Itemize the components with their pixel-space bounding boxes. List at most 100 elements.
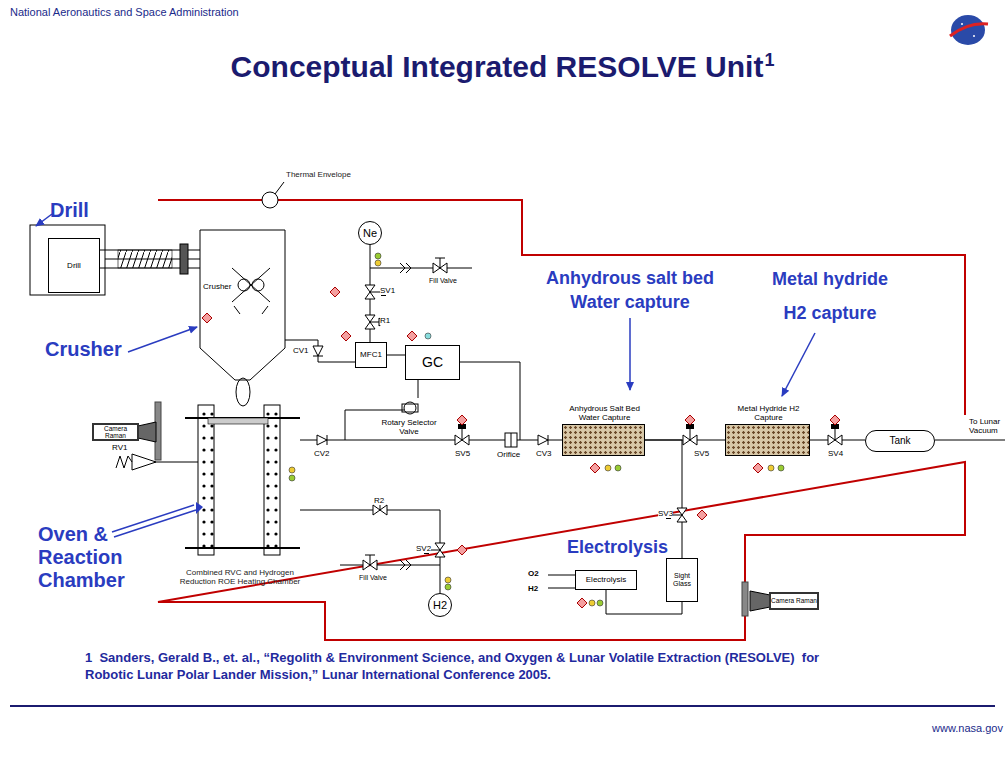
valve-symbol xyxy=(363,555,377,570)
sensor-diamond xyxy=(457,545,467,555)
node-text: Ne xyxy=(363,227,377,240)
regulator-label: R1 xyxy=(380,316,390,325)
sensor-diamond xyxy=(753,463,763,473)
node-text: H2 xyxy=(433,599,447,612)
sensor-diamond xyxy=(341,331,351,341)
callout-label: Anhydrous salt bed Water capture xyxy=(540,266,720,314)
mass-flow-controller: MFC1 xyxy=(355,342,387,368)
check-valve xyxy=(327,435,328,445)
callout-label: Drill xyxy=(50,199,89,222)
valve-stem xyxy=(370,322,379,323)
node-text: Tank xyxy=(889,435,910,447)
sensor-dot xyxy=(605,465,611,471)
port-label: H2 xyxy=(528,584,538,593)
node-text: Sight Glass xyxy=(667,572,697,588)
node-text: MFC1 xyxy=(360,350,382,359)
valve-label: SV5 xyxy=(694,449,709,458)
envelope-label: Thermal Envelope xyxy=(286,170,351,179)
node-text: Crusher xyxy=(203,282,231,291)
sensor-diamond xyxy=(685,415,695,425)
website-url: www.nasa.gov xyxy=(932,722,1003,735)
valve-symbol xyxy=(683,424,697,445)
sensor-diamond xyxy=(590,463,600,473)
pipe-connector xyxy=(300,440,562,441)
sensor-dot xyxy=(445,577,451,583)
footnote-mark: 1 xyxy=(764,50,774,71)
camera-box: Camera Raman xyxy=(769,592,819,611)
valve-stem xyxy=(440,258,441,268)
node-text: GC xyxy=(422,354,443,370)
camera-box: Camera Raman xyxy=(92,423,139,442)
thermal-envelope xyxy=(158,200,965,640)
valve-handle xyxy=(435,258,445,259)
pipe-connector xyxy=(285,340,355,362)
node-text: Camera Raman xyxy=(94,425,137,440)
drill-box: Drill xyxy=(48,238,100,293)
pipe-line xyxy=(300,440,562,441)
neon-tank: Ne xyxy=(358,221,382,245)
metal-hydride-capture: Metal Hydride H2 Capture xyxy=(725,424,810,456)
sensor-diamond xyxy=(577,598,587,608)
node-text: Drill xyxy=(67,261,81,270)
sensor-dot xyxy=(778,465,784,471)
valve-label: SV3 xyxy=(658,509,673,518)
sensor-diamond xyxy=(330,287,340,297)
valve-label: CV1 xyxy=(293,346,309,355)
pipe-connector xyxy=(300,510,440,593)
valve-label: SV5 xyxy=(455,449,470,458)
salt-bed-capture: Anhydrous Salt Bed Water Capture xyxy=(562,424,645,456)
valve-label: SV1 xyxy=(380,286,395,295)
valve-stem xyxy=(462,429,463,440)
node-text: Anhydrous Salt Bed Water Capture xyxy=(566,404,644,422)
tank: Tank xyxy=(865,430,935,452)
sensor-dot xyxy=(589,600,595,606)
node-text: Rotary Selector Valve xyxy=(378,418,440,436)
reference-caption: 1 Sanders, Gerald B., et. al., “Regolith… xyxy=(85,650,823,682)
sensor-diamond xyxy=(457,415,467,425)
heating-chamber: Combined RVC and Hydrogen Reduction ROE … xyxy=(185,400,300,565)
valve-label: Fill Valve xyxy=(428,277,458,285)
sensor-dot xyxy=(375,253,381,259)
valve-symbol xyxy=(455,424,469,445)
sensor-dot xyxy=(445,584,451,590)
callout-label: Metal hydride H2 capture xyxy=(760,262,900,330)
sensor-dot xyxy=(615,465,621,471)
rotary-selector-valve: Rotary Selector Valve xyxy=(378,398,440,448)
orifice-label: Orifice xyxy=(497,450,520,459)
valve-symbol xyxy=(313,346,323,356)
valve-symbol xyxy=(538,435,548,445)
pipe-connector xyxy=(387,355,405,356)
check-valve xyxy=(317,435,327,445)
valve-symbol xyxy=(373,496,387,515)
check-valve xyxy=(538,435,548,445)
sensor-diamond xyxy=(407,331,417,341)
slide-title: Conceptual Integrated RESOLVE Unit xyxy=(231,50,764,84)
node-text: Electrolysis xyxy=(586,575,626,584)
sensor-diamond xyxy=(697,510,707,520)
pipe-line xyxy=(418,380,419,398)
valve-label: RV1 xyxy=(112,443,127,452)
sensor-dot xyxy=(768,465,774,471)
valve-label: CV3 xyxy=(536,449,552,458)
valve-stem xyxy=(690,429,691,440)
regulator-label: R2 xyxy=(374,496,384,505)
sight-glass: Sight Glass xyxy=(666,558,698,602)
vent-label: To Lunar Vacuum xyxy=(969,417,1003,435)
valve-handle xyxy=(365,555,375,556)
sensor-dot xyxy=(375,260,381,266)
electrolysis-unit: Electrolysis xyxy=(575,570,637,590)
valve-stem xyxy=(370,555,371,565)
nasa-logo xyxy=(950,15,988,45)
callout-label: Crusher xyxy=(45,338,122,361)
pipe-line xyxy=(300,510,440,593)
check-valve xyxy=(548,435,549,445)
valve-symbol xyxy=(317,435,327,445)
node-text: Metal Hydride H2 Capture xyxy=(729,404,809,422)
sensor-dot xyxy=(289,475,295,481)
valve-label: CV2 xyxy=(314,449,330,458)
sensor-diamond xyxy=(202,313,212,323)
valve-label: SV2 xyxy=(416,544,431,553)
valve-label: SV4 xyxy=(828,449,843,458)
callout-label: Oven & Reaction Chamber xyxy=(38,523,163,592)
